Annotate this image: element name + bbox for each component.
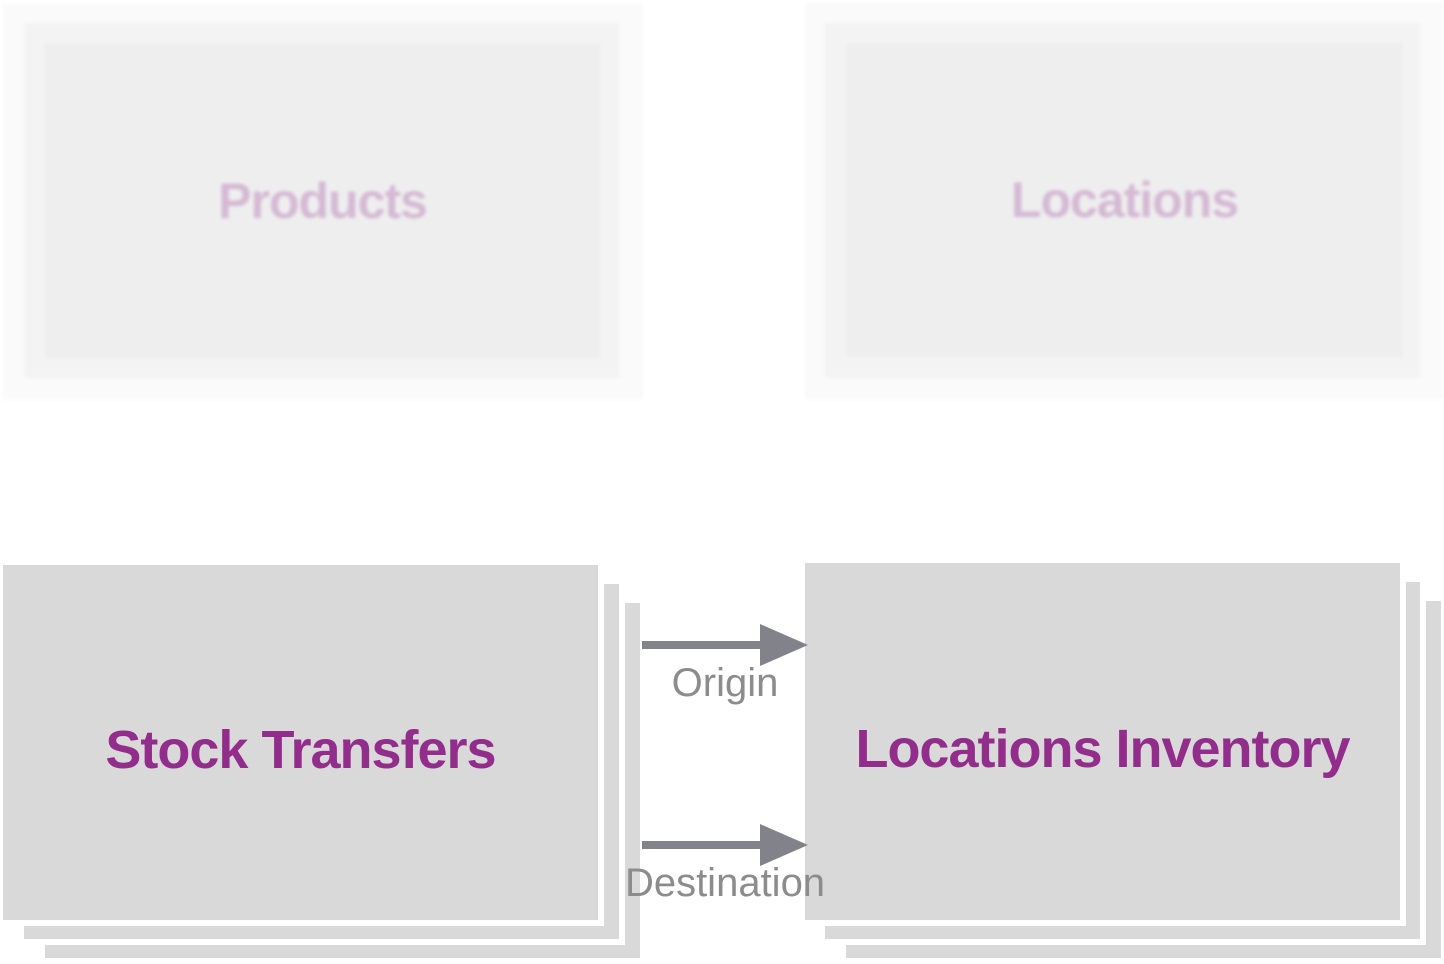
products-card: Products [0,0,650,405]
origin-arrow-head [760,624,808,666]
locations-card-label: Locations [1010,172,1239,228]
stock-transfers-card-face: Stock Transfers [3,565,598,920]
locations-inventory-card-face: Locations Inventory [805,563,1400,920]
locations-inventory-card: Locations Inventory [800,560,1444,964]
locations-card-face: Locations [847,43,1402,357]
stock-transfers-card-label: Stock Transfers [105,719,496,780]
destination-arrow-label: Destination [624,861,826,905]
products-card-face: Products [45,44,600,358]
stock-transfers-card: Stock Transfers [0,560,645,964]
destination-arrow-icon [642,824,808,866]
products-card-label: Products [218,173,428,229]
locations-inventory-card-label: Locations Inventory [855,718,1350,779]
destination-arrow-head [760,824,808,866]
origin-arrow-icon [642,624,808,666]
locations-card: Locations [800,0,1444,405]
origin-arrow-label: Origin [671,661,779,705]
